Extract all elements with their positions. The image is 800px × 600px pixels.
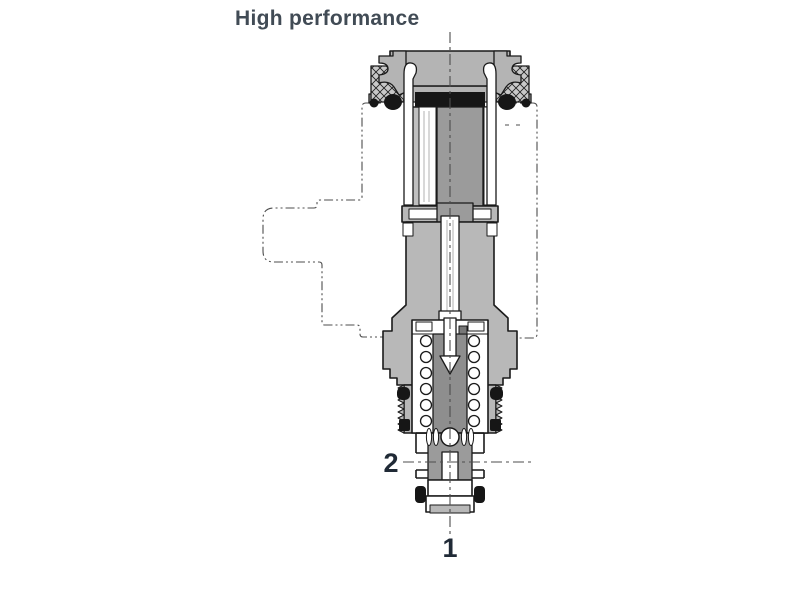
retainer-key [458,325,468,335]
cap-seal [384,94,402,110]
body-oring [397,387,410,400]
spring-coil [419,334,433,348]
control-spool [436,106,484,207]
cavity-outline-left [262,102,396,338]
bore-gap-left [418,106,437,206]
spring-coil [419,366,433,380]
figure-title: High performance [235,7,420,30]
nose-seal-pad [415,486,426,503]
left-half-details [368,50,440,503]
port-2-label: 2 [383,448,399,478]
sleeve-claw [403,62,418,206]
retainer-slot [415,321,433,332]
body-ring-tab [402,222,414,237]
spring-coil [419,414,433,428]
push-rod-lines [446,220,454,312]
cavity-outline [262,102,538,339]
spring-coil-column [419,334,433,428]
port-1-label: 1 [442,533,458,563]
spring-coil [419,382,433,396]
spring-coil [419,398,433,412]
spring-coil [419,350,433,364]
wave-washer [432,428,440,446]
cap-seal-outer [369,98,379,108]
bore-passage-lines [423,111,430,202]
cap-ear [378,50,407,96]
cavity-outline-right [508,102,538,339]
wave-washer [425,428,433,446]
backup-ring [399,419,410,431]
push-rod [438,215,462,323]
